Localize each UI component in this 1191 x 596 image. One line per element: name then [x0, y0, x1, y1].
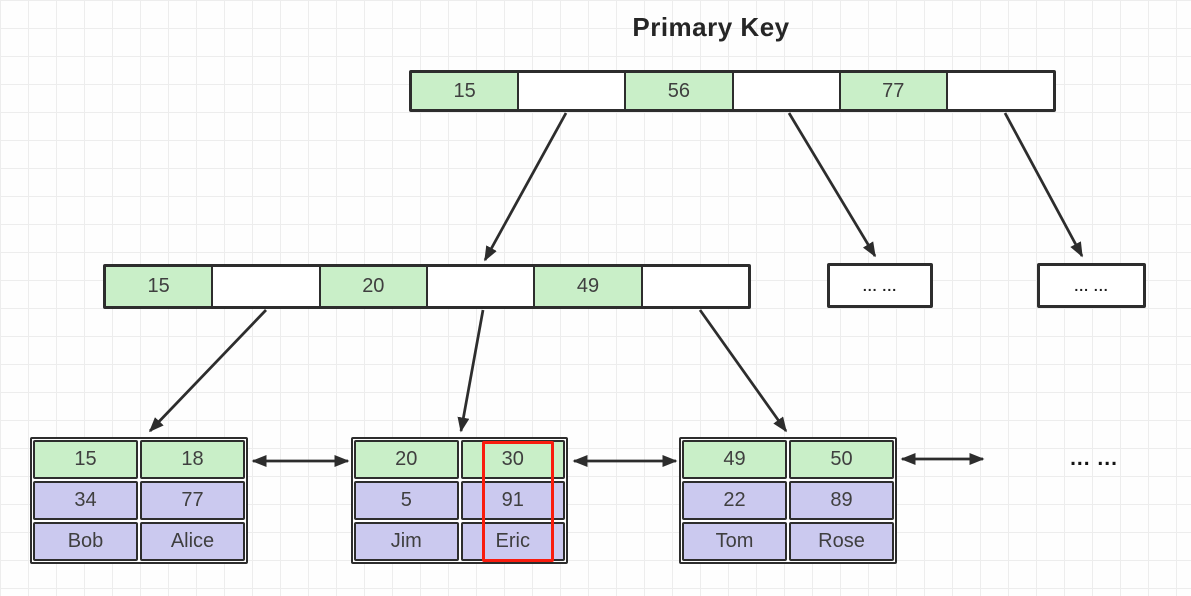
leaf-value-cell: 77	[140, 481, 245, 520]
level2-node-right-ellipsis: ... ...	[1037, 263, 1146, 308]
leaf-level-ellipsis: ... ...	[1070, 447, 1118, 470]
leaf-name-cell: Rose	[789, 522, 894, 561]
leaf-value-cell: 5	[354, 481, 459, 520]
level2-pointer-cell	[425, 267, 534, 306]
root-pointer-cell	[517, 73, 625, 109]
leaf-node-3: 49 50 22 89 Tom Rose	[679, 437, 897, 564]
leaf-value-cell: 89	[789, 481, 894, 520]
leaf-value-cell: 91	[460, 481, 565, 520]
arrow-root-to-level2-mid	[787, 112, 877, 258]
root-key-cell: 77	[838, 73, 946, 109]
leaf-node-2: 20 30 5 91 Jim Eric	[351, 437, 568, 564]
diagram-title: Primary Key	[632, 12, 790, 42]
level2-key-cell: 15	[106, 267, 212, 306]
leaf-key-cell: 49	[682, 440, 787, 479]
leaf-key-cell: 15	[33, 440, 138, 479]
level2-pointer-cell	[640, 267, 748, 306]
root-pointer-cell	[945, 73, 1054, 109]
leaf-name-cell: Tom	[682, 522, 787, 561]
arrow-level2-to-leaf3	[698, 309, 788, 433]
root-key-cell: 56	[624, 73, 732, 109]
arrow-level2-to-leaf2	[457, 309, 485, 433]
leaf-value-cell: 34	[33, 481, 138, 520]
arrow-level2-to-leaf1	[148, 309, 267, 433]
arrow-root-to-level2-left	[483, 112, 568, 262]
level2-key-cell: 20	[318, 267, 426, 306]
root-pointer-cell	[731, 73, 839, 109]
highlight-record-box	[482, 441, 554, 562]
level2-node-left: 15 20 49	[103, 264, 751, 309]
level2-node-middle-ellipsis: ... ...	[827, 263, 933, 308]
level2-key-cell: 49	[533, 267, 641, 306]
root-node: 15 56 77	[409, 70, 1056, 112]
arrow-root-to-level2-right	[1003, 112, 1084, 258]
leaf-key-cell: 20	[354, 440, 459, 479]
leaf-node-1: 15 18 34 77 Bob Alice	[30, 437, 248, 564]
leaf-name-cell: Jim	[354, 522, 459, 561]
level2-pointer-cell	[211, 267, 319, 306]
leaf-key-cell: 50	[789, 440, 894, 479]
leaf-name-cell: Alice	[140, 522, 245, 561]
leaf-value-cell: 22	[682, 481, 787, 520]
root-key-cell: 15	[412, 73, 518, 109]
leaf-key-cell: 18	[140, 440, 245, 479]
leaf-name-cell: Bob	[33, 522, 138, 561]
